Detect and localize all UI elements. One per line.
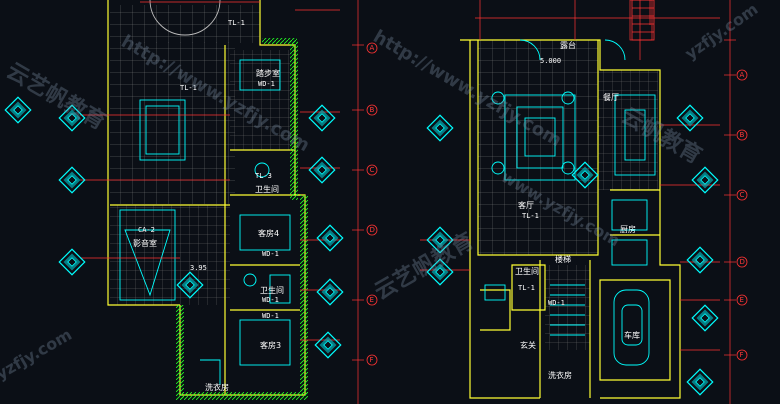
- axis-c-left: C: [370, 166, 375, 174]
- right-room-labels: 5.000 露台 餐厅 客厅 TL-1 厨房 卫生间 TL-1 WD-1 玄关 …: [515, 40, 640, 380]
- right-furniture: [484, 39, 656, 366]
- watermark-short-right: yzfjy.com: [681, 0, 761, 63]
- axis-f-left: F: [370, 356, 374, 364]
- top-terrace-floor: [110, 5, 260, 43]
- dining-floor: [598, 70, 658, 190]
- label-living: 客厅: [518, 200, 534, 210]
- label-stair: 楼梯: [555, 254, 571, 264]
- label-entry: 玄关: [520, 340, 536, 350]
- axis-d-right: D: [740, 258, 745, 266]
- left-floor-plan: TL-1 TL-1 踏步室 WD-1 卫生间 TL-3 客房4 WD-1 影音室…: [4, 0, 364, 404]
- living-floor: [478, 40, 598, 255]
- label-wash: 卫生间: [260, 285, 284, 295]
- right-walls: [460, 39, 681, 399]
- label-toilet-code: TL-1: [518, 284, 535, 292]
- axis-a-left: A: [370, 44, 375, 52]
- axis-marker-labels: A B C D E F A B C D E F: [370, 44, 745, 364]
- lower-floor: [110, 205, 230, 305]
- label-laundry2: 洗衣房: [548, 370, 572, 380]
- axis-b-left: B: [370, 106, 375, 114]
- label-cinema-code: CA-2: [138, 226, 155, 234]
- axis-f-right: F: [740, 351, 744, 359]
- label-wd-mid: WD-1: [262, 312, 279, 320]
- axis-markers: [366, 42, 748, 366]
- axis-c-right: C: [740, 191, 745, 199]
- label-kitchen: 厨房: [620, 224, 636, 234]
- label-level-mark: 3.95: [190, 264, 207, 272]
- label-wash-code: WD-1: [262, 296, 279, 304]
- label-wd-small: WD-1: [548, 299, 565, 307]
- axis-e-right: E: [740, 296, 744, 304]
- label-guest4: 客房4: [258, 228, 279, 238]
- label-tea-code: WD-1: [258, 80, 275, 88]
- label-tl1-top: TL-1: [228, 19, 245, 27]
- left-room-labels: TL-1 TL-1 踏步室 WD-1 卫生间 TL-3 客房4 WD-1 影音室…: [133, 19, 284, 392]
- label-elevation: 5.000: [540, 57, 561, 65]
- stair-floor: [545, 265, 590, 350]
- watermark-short-left: yzfjy.com: [0, 325, 75, 384]
- label-cinema: 影音室: [133, 238, 157, 248]
- top-stair: [631, 0, 655, 41]
- label-laundry: 洗衣房: [205, 382, 229, 392]
- axis-e-left: E: [370, 296, 374, 304]
- label-toilet: 卫生间: [515, 266, 539, 276]
- label-living-code: TL-1: [522, 212, 539, 220]
- label-garage: 车库: [624, 330, 640, 340]
- main-hall-floor: [110, 42, 235, 204]
- label-main-hall: TL-1: [180, 84, 197, 92]
- left-dimension-lines: [80, 0, 364, 404]
- watermark-brand-left: 云艺帆教育: [2, 58, 110, 136]
- label-guest4-code: WD-1: [262, 250, 279, 258]
- left-furniture: [119, 0, 291, 385]
- right-floor-plan: 5.000 露台 餐厅 客厅 TL-1 厨房 卫生间 TL-1 WD-1 玄关 …: [420, 0, 736, 404]
- label-guest3: 客房3: [260, 340, 281, 350]
- axis-d-left: D: [370, 226, 375, 234]
- label-bath1-code: TL-3: [255, 172, 272, 180]
- left-wall-hatch: [176, 38, 308, 400]
- label-tea-room: 踏步室: [256, 68, 280, 78]
- right-dimension-lines: [420, 0, 736, 404]
- label-bath1: 卫生间: [255, 184, 279, 194]
- axis-b-right: B: [740, 131, 745, 139]
- watermark-brand-mid: 云艺帆教育: [370, 228, 478, 306]
- axis-a-right: A: [740, 71, 745, 79]
- label-dining: 餐厅: [603, 93, 619, 102]
- label-terrace: 露台: [560, 40, 576, 50]
